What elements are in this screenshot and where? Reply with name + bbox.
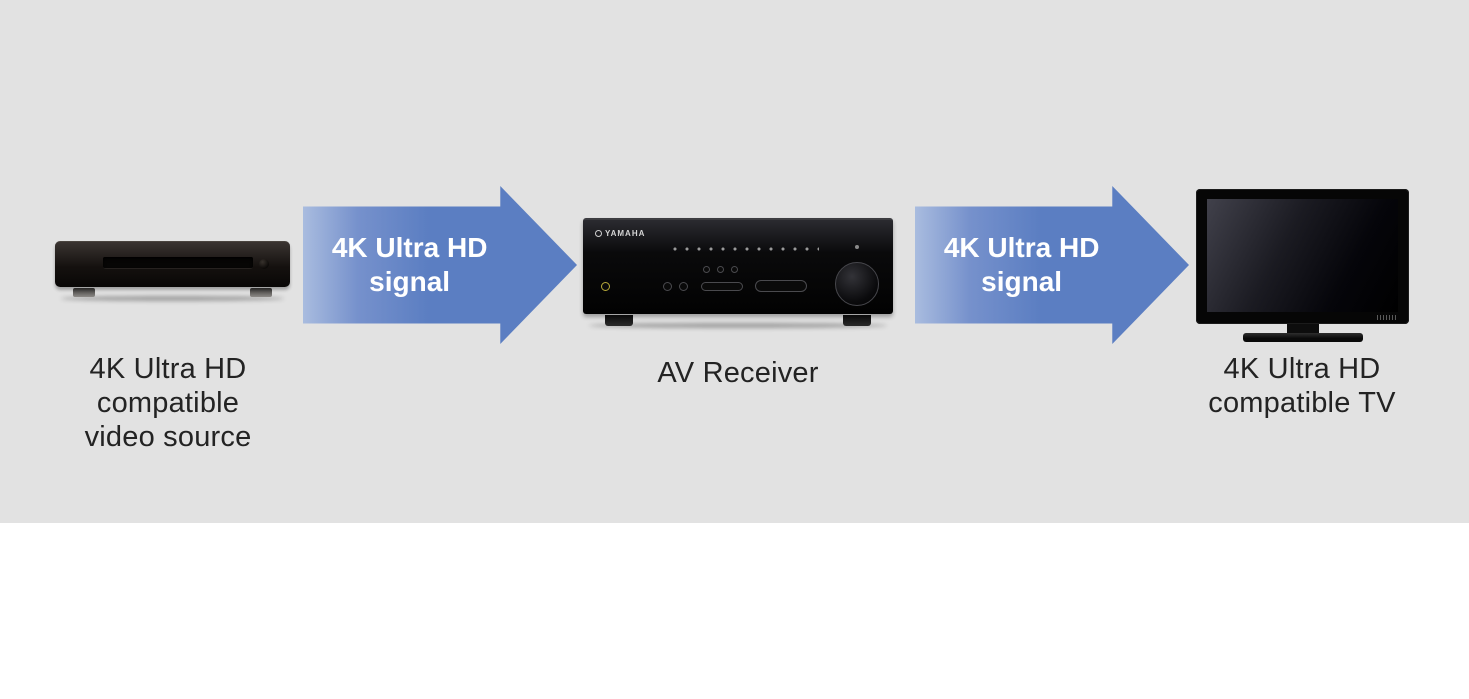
receiver-brand: YAMAHA: [595, 229, 645, 238]
power-indicator: [855, 245, 859, 249]
signal-arrow-2-label: 4K Ultra HD signal: [923, 231, 1120, 299]
tv-stand-base: [1242, 333, 1363, 342]
phones-jack: [601, 282, 610, 291]
device-foot: [73, 288, 95, 297]
tv-stand-neck: [1286, 324, 1319, 333]
receiver-button: [755, 280, 807, 292]
receiver-button: [703, 266, 710, 273]
device-shadow: [61, 296, 284, 301]
receiver-caption: AV Receiver: [613, 356, 863, 390]
power-knob: [259, 259, 269, 269]
arrow-label-line: signal: [981, 266, 1063, 297]
arrow-label-line: 4K Ultra HD: [331, 232, 488, 263]
tv-device: [1196, 189, 1409, 349]
tv-frame: [1196, 189, 1409, 324]
signal-arrow-1: 4K Ultra HD signal: [303, 186, 577, 344]
receiver-button: [717, 266, 724, 273]
receiver-button: [679, 282, 688, 291]
arrow-label-line: 4K Ultra HD: [943, 232, 1100, 263]
brand-text: YAMAHA: [605, 229, 646, 238]
video-source-caption: 4K Ultra HD compatible video source: [38, 352, 298, 454]
tv-caption: 4K Ultra HD compatible TV: [1182, 352, 1422, 420]
receiver-button: [701, 282, 743, 291]
caption-line: compatible: [96, 387, 240, 419]
signal-arrow-2: 4K Ultra HD signal: [915, 186, 1189, 344]
device-foot: [250, 288, 272, 297]
receiver-button: [731, 266, 738, 273]
device-foot: [605, 315, 633, 326]
volume-knob: [835, 262, 879, 306]
yamaha-logo-icon: [595, 230, 602, 237]
caption-line: 4K Ultra HD: [1223, 353, 1381, 385]
arrow-label-line: signal: [369, 266, 451, 297]
av-receiver-device: YAMAHA: [583, 214, 893, 330]
device-foot: [843, 315, 871, 326]
receiver-body: YAMAHA: [583, 218, 893, 314]
tv-vent-detail: [1377, 315, 1397, 320]
caption-line: video source: [84, 421, 252, 453]
video-source-body: [55, 241, 290, 287]
caption-line: compatible TV: [1208, 387, 1396, 419]
caption-line: AV Receiver: [657, 357, 819, 389]
disc-tray: [103, 257, 253, 269]
receiver-button: [663, 282, 672, 291]
tv-screen: [1207, 199, 1398, 312]
video-source-device: [55, 241, 290, 303]
device-shadow: [589, 323, 887, 328]
receiver-display-dots: [669, 246, 819, 252]
signal-arrow-1-label: 4K Ultra HD signal: [311, 231, 508, 299]
caption-line: 4K Ultra HD: [89, 353, 247, 385]
